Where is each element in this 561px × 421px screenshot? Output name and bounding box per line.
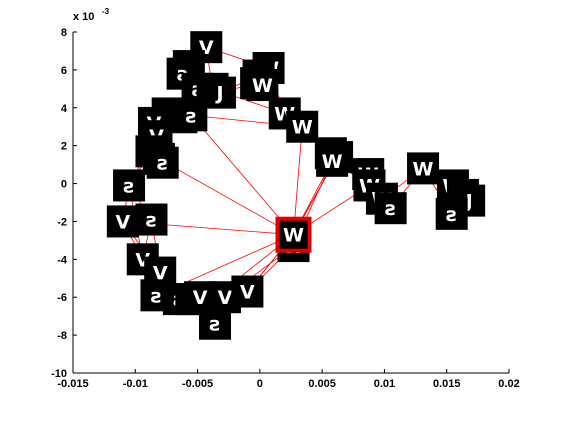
data-point-thumbnail: ꙅ [435, 197, 468, 230]
y-tick-label: 8 [61, 27, 67, 39]
svg-text:W: W [292, 117, 313, 139]
x-tick-label: 0.02 [498, 378, 519, 390]
y-tick-label: 6 [61, 65, 67, 77]
thumbnail-layer: VꙅꙅꙅꙅJWWWWVꙅꙅVVWWVVꙅWWWWWWꙅWWWJꙅꙅVꙅVVꙅꙅV… [106, 31, 486, 340]
x-tick-label: -0.01 [123, 378, 148, 390]
data-point-thumbnail: ꙅ [175, 99, 208, 132]
data-point-thumbnail: ꙅ [374, 192, 407, 225]
x-tick-label: 0.005 [308, 378, 336, 390]
svg-text:V: V [153, 263, 168, 285]
data-point-thumbnail: V [190, 31, 223, 64]
svg-text:J: J [464, 191, 473, 213]
y-tick-label: -8 [57, 330, 67, 342]
axes [72, 31, 510, 374]
x-tick-label: -0.015 [57, 378, 88, 390]
data-point-thumbnail: J [203, 76, 236, 109]
svg-text:ꙅ: ꙅ [209, 314, 220, 336]
data-point-thumbnail: W [316, 144, 349, 177]
svg-text:ꙅ: ꙅ [186, 105, 197, 127]
svg-text:V: V [240, 282, 255, 304]
x-tick-label: 0 [257, 378, 263, 390]
y-tick-label: -6 [57, 292, 67, 304]
data-point-thumbnail: ꙅ [146, 146, 179, 179]
svg-text:ꙅ: ꙅ [157, 153, 168, 175]
x-tick-label: 0.015 [433, 378, 461, 390]
svg-text:ꙅ: ꙅ [123, 175, 134, 197]
data-point-thumbnail: V [231, 275, 264, 308]
tick-labels: -0.015 -0.01 -0.005 0 0.005 0.01 0.015 0.02 -10 -… [51, 7, 520, 390]
svg-text:J: J [214, 83, 223, 105]
y-axis-multiplier: x 10 [73, 11, 94, 23]
y-tick-label: -2 [57, 216, 67, 228]
y-tick-label: -10 [51, 368, 67, 380]
data-point-thumbnail: ꙅ [113, 169, 146, 202]
y-tick-label: 4 [61, 103, 68, 115]
svg-text:W: W [283, 225, 304, 247]
y-tick-label: -4 [57, 254, 68, 266]
svg-text:W: W [413, 158, 434, 180]
svg-text:W: W [252, 75, 273, 97]
svg-text:V: V [115, 211, 130, 233]
svg-text:V: V [218, 287, 233, 309]
svg-text:ꙅ: ꙅ [151, 285, 162, 307]
graph-edge [158, 158, 294, 236]
highlighted-point-thumbnail: W [275, 216, 312, 253]
graph-edge [191, 115, 294, 235]
data-point-thumbnail: W [407, 152, 440, 185]
x-tick-label: 0.01 [374, 378, 395, 390]
y-axis-multiplier-exponent: -3 [102, 7, 110, 16]
data-point-thumbnail: ꙅ [135, 203, 168, 236]
svg-text:ꙅ: ꙅ [446, 204, 457, 226]
data-point-thumbnail: W [246, 69, 279, 102]
svg-text:V: V [193, 287, 208, 309]
y-tick-label: 2 [61, 141, 67, 153]
svg-text:W: W [322, 151, 343, 173]
data-point-thumbnail: V [106, 205, 139, 238]
y-tick-label: 0 [61, 179, 67, 191]
svg-text:ꙅ: ꙅ [146, 210, 157, 232]
x-tick-label: -0.005 [182, 378, 213, 390]
data-point-thumbnail: W [286, 110, 319, 143]
data-point-thumbnail: ꙅ [199, 307, 232, 340]
svg-text:ꙅ: ꙅ [385, 198, 396, 220]
